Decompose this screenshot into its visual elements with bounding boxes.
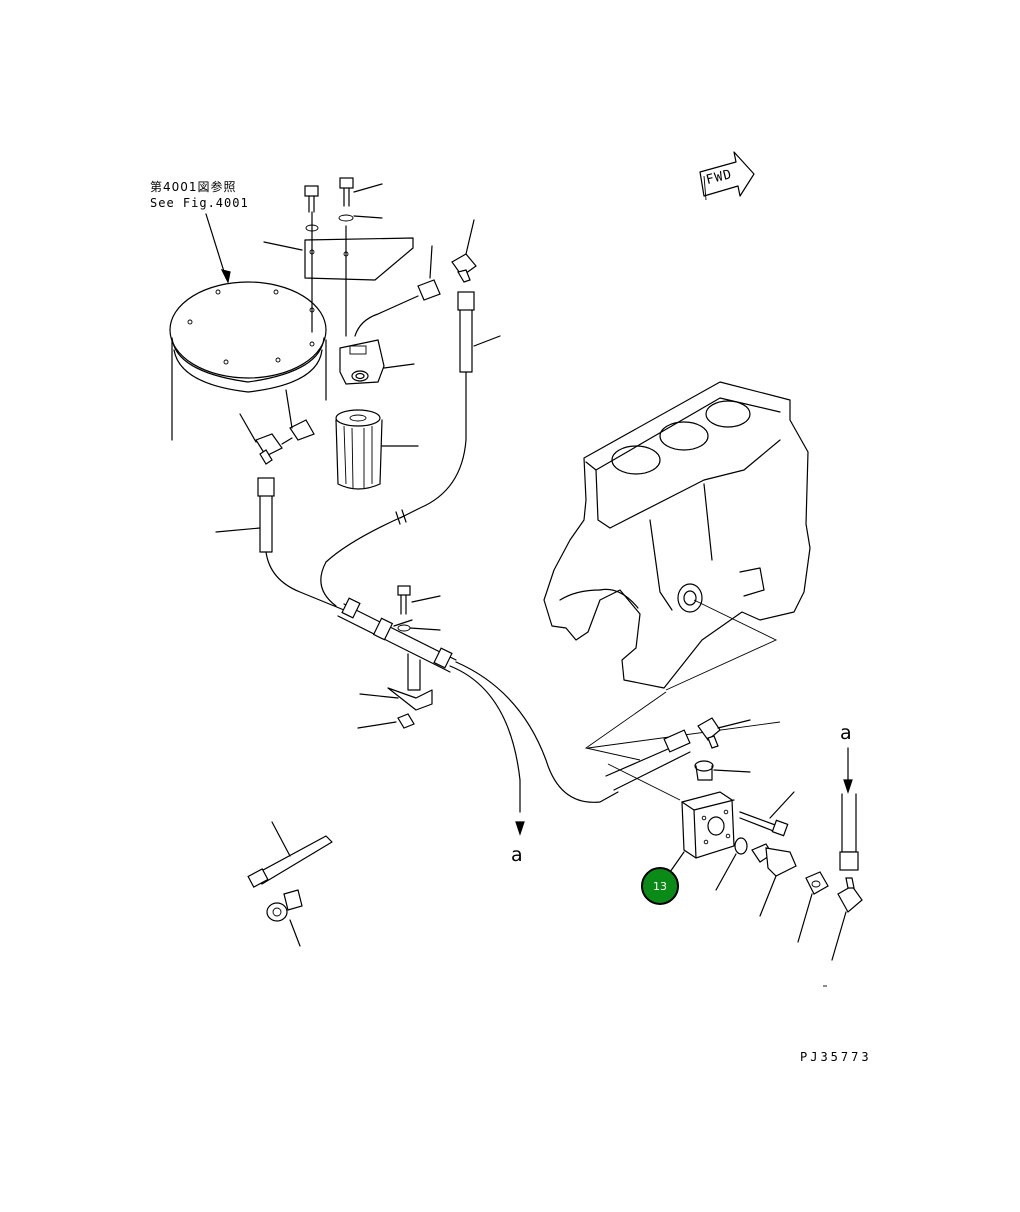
referenced-cover (169, 281, 327, 441)
engine-block (543, 381, 811, 689)
pressure-sender (751, 843, 797, 917)
sensor-tube (605, 729, 691, 791)
filter-head (339, 295, 419, 385)
left-elbow (239, 389, 315, 465)
drawing-code: PJ35773 (800, 1050, 872, 1064)
o-ring (734, 837, 748, 855)
connector-nut (797, 871, 829, 943)
adapter-block (669, 791, 735, 873)
hose-clamp-area (337, 585, 457, 729)
block-bolt (739, 791, 795, 837)
reference-leader (205, 213, 227, 279)
adapter-fitting (417, 245, 441, 301)
hose-to-mark-a (449, 661, 619, 836)
cable-tie (247, 821, 333, 888)
filter-bracket (263, 211, 414, 337)
oil-filter (335, 409, 419, 490)
guide-lines (584, 599, 781, 801)
hose-right (320, 291, 501, 607)
hose-from-mark-a (831, 747, 863, 961)
block-elbow (697, 717, 751, 749)
bracket-bolts (304, 177, 383, 232)
hose-left (215, 477, 345, 611)
connection-mark-a-left: a (511, 844, 523, 866)
callout-label: 13 (653, 879, 667, 893)
fwd-arrow (699, 151, 755, 201)
reference-note-jp: 第4001図参照 (150, 180, 237, 194)
reference-note-en: See Fig.4001 (150, 196, 249, 210)
highlight-callout-13[interactable]: 13 (641, 867, 679, 905)
clip-bushing (266, 889, 303, 947)
block-plug (694, 760, 751, 781)
top-elbow (451, 219, 477, 283)
connection-mark-a-right: a (840, 722, 852, 744)
